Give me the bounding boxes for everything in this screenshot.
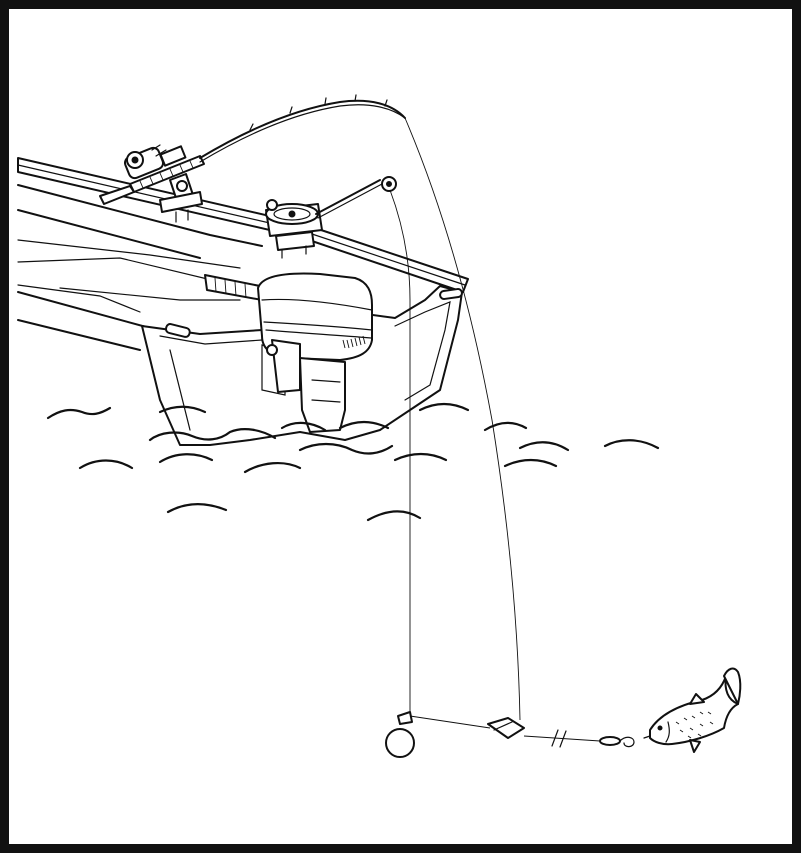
cannonball-weight [385,711,415,758]
water-waves [46,402,660,522]
lure [599,736,635,748]
downrigger-boom [315,176,397,219]
boat-hull [17,157,469,446]
rod-holder [159,173,203,223]
fishing-line [404,117,521,721]
leader-line [523,729,601,748]
downrigger-cable [389,189,411,712]
outboard-motor [204,272,373,433]
fishing-rod [99,94,406,205]
downrigger-reel [265,199,323,259]
fish [643,667,742,753]
line-release-clip [409,715,525,739]
spinning-reel [124,144,187,180]
